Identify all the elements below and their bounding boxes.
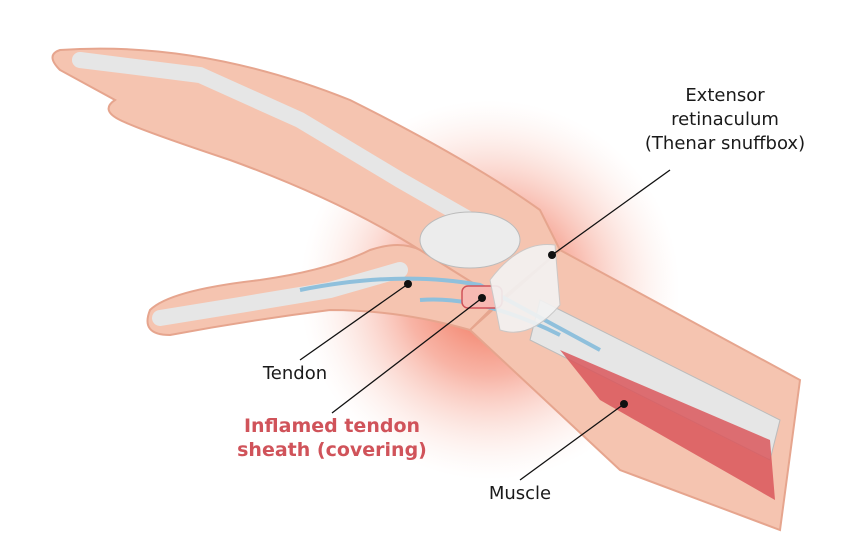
label-muscle: Muscle [488, 483, 552, 504]
finger-bones [72, 52, 478, 228]
dot-muscle [620, 400, 628, 408]
label-line: retinaculum [671, 109, 779, 130]
leader-muscle [519, 403, 625, 481]
muscle [560, 350, 775, 500]
dot-sheath [478, 294, 486, 302]
extensor-retinaculum [489, 243, 561, 333]
leader-retinaculum [551, 169, 671, 256]
dot-retinaculum [548, 251, 556, 259]
label-line: Extensor [685, 85, 765, 106]
label-inflamed-tendon-sheath: Inflamed tendon sheath (covering) [222, 414, 442, 462]
carpal-bones [419, 211, 521, 269]
label-line: (Thenar snuffbox) [644, 133, 806, 154]
leader-sheath [331, 297, 483, 414]
label-extensor-retinaculum: Extensor retinaculum (Thenar snuffbox) [610, 84, 840, 156]
tendon-upper [299, 276, 601, 352]
dot-tendon [404, 280, 412, 288]
label-line: Inflamed tendon [243, 415, 421, 437]
leader-tendon [299, 283, 409, 361]
label-line: sheath (covering) [237, 439, 427, 461]
label-tendon: Tendon [262, 363, 328, 384]
